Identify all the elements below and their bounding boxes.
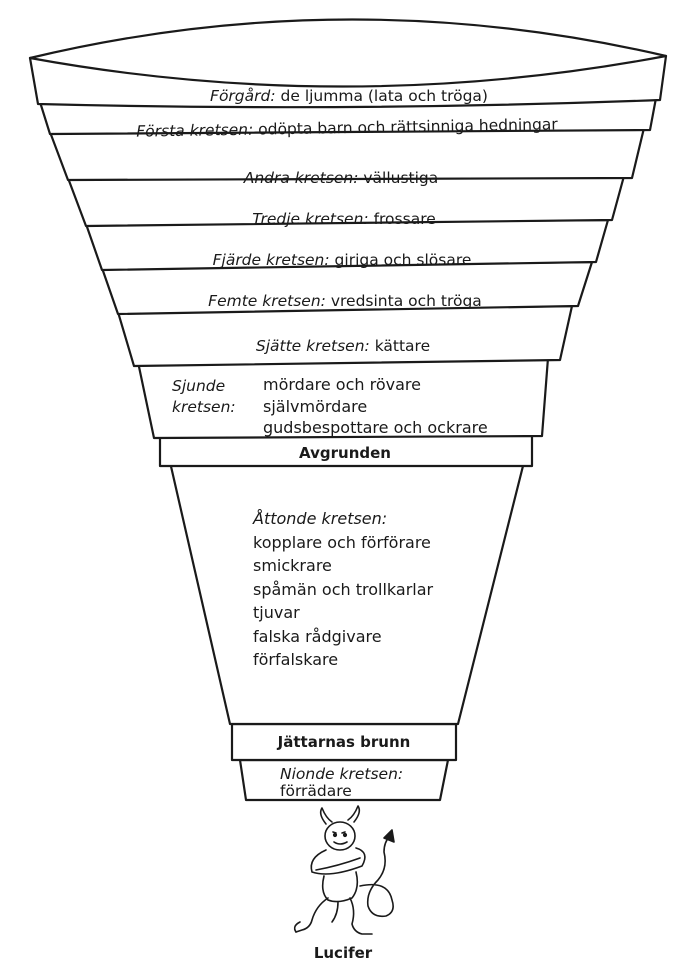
fjarde-name: Fjärde kretsen: xyxy=(213,251,330,269)
femte-name: Femte kretsen: xyxy=(208,292,326,310)
andra-desc: vällustiga xyxy=(363,169,438,187)
attonde-label: Åttonde kretsen: kopplare och förförare … xyxy=(253,507,433,672)
list-item: gudsbespottare och ockrare xyxy=(263,417,488,439)
list-item: spåmän och trollkarlar xyxy=(253,578,433,602)
femte-desc: vredsinta och tröga xyxy=(331,292,482,310)
tredje-name: Tredje kretsen: xyxy=(252,210,368,228)
nionde-desc: förrädare xyxy=(280,783,403,800)
fjarde-desc: giriga och slösare xyxy=(335,251,472,269)
tredje-label: Tredje kretsen: frossare xyxy=(252,212,436,228)
list-item: kopplare och förförare xyxy=(253,531,433,555)
sjatte-name: Sjätte kretsen: xyxy=(256,337,370,355)
lucifer-figure xyxy=(295,806,394,934)
forsta-name: Första kretsen: xyxy=(136,121,253,141)
sjunde-name-line1: Sjunde xyxy=(172,377,225,395)
list-item: förfalskare xyxy=(253,648,433,672)
list-item: falska rådgivare xyxy=(253,625,433,649)
andra-name: Andra kretsen: xyxy=(244,169,359,187)
list-item: tjuvar xyxy=(253,601,433,625)
forgard-label: Förgård: de ljumma (lata och tröga) xyxy=(210,89,488,105)
nionde-name: Nionde kretsen: xyxy=(280,765,403,783)
fjarde-label: Fjärde kretsen: giriga och slösare xyxy=(213,253,472,269)
list-item: mördare och rövare xyxy=(263,374,488,396)
sjunde-list: mördare och rövare självmördare gudsbesp… xyxy=(263,374,488,439)
tredje-desc: frossare xyxy=(374,210,436,228)
jattarnas-brunn-label: Jättarnas brunn xyxy=(278,735,411,750)
list-item: smickrare xyxy=(253,554,433,578)
sjunde-name: Sjunde kretsen: xyxy=(172,376,236,418)
nionde-label: Nionde kretsen: förrädare xyxy=(280,766,403,800)
forgard-desc: de ljumma (lata och tröga) xyxy=(281,87,488,105)
avgrunden-label: Avgrunden xyxy=(299,446,391,461)
forgard-name: Förgård: xyxy=(210,87,276,105)
list-item: självmördare xyxy=(263,396,488,418)
attonde-name: Åttonde kretsen: xyxy=(253,509,387,528)
band-sjatte xyxy=(118,306,572,366)
sjatte-label: Sjätte kretsen: kättare xyxy=(256,339,430,355)
sjatte-desc: kättare xyxy=(375,337,430,355)
lucifer-label: Lucifer xyxy=(314,946,372,961)
femte-label: Femte kretsen: vredsinta och tröga xyxy=(208,294,482,310)
andra-label: Andra kretsen: vällustiga xyxy=(244,171,439,187)
sjunde-name-line2: kretsen: xyxy=(172,398,236,416)
